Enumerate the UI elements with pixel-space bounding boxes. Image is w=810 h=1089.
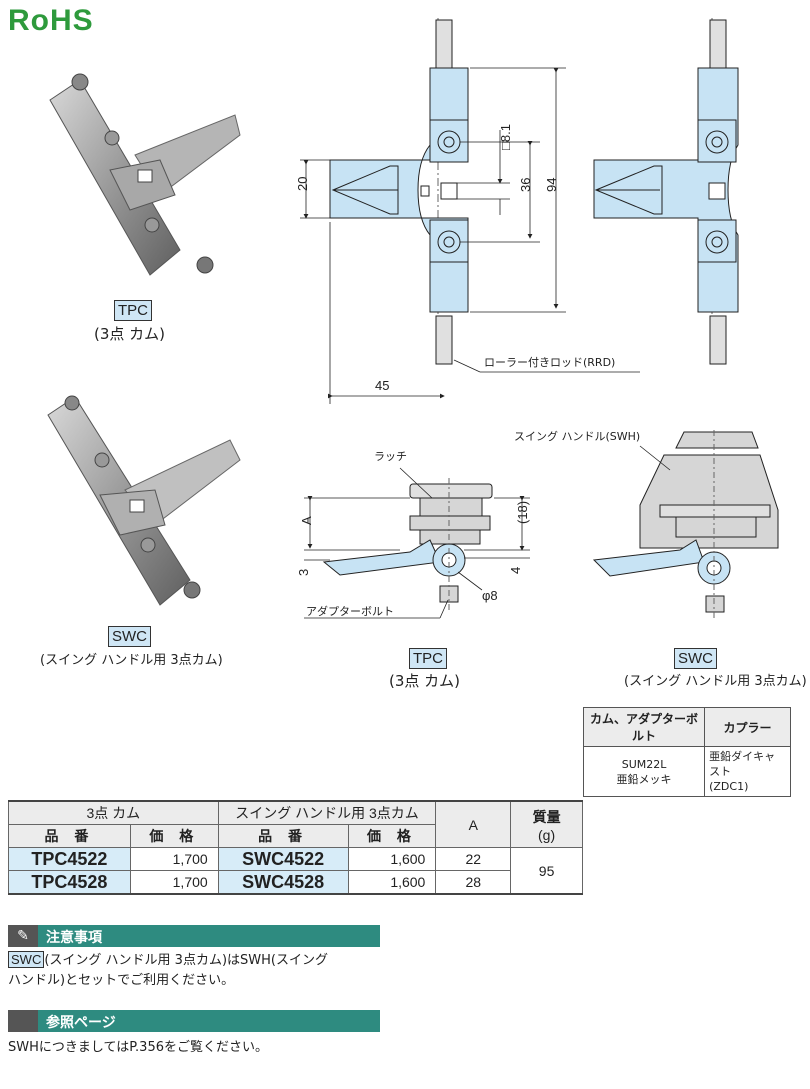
swc-price-header: 価 格: [347, 824, 437, 848]
tpc-drawing-caption: (3点 カム): [389, 672, 461, 690]
rohs-logo: RoHS: [8, 4, 94, 37]
rod-note: ローラー付きロッド(RRD): [484, 356, 615, 369]
material-coupler-l1: 亜鉛ダイキャスト: [709, 750, 776, 778]
table-row: TPC4528 1,700 SWC4528 1,600 28: [8, 870, 583, 895]
notice-title: 注意事項: [46, 930, 102, 946]
price-table: 3点 カム スイング ハンドル用 3点カム A 質量 (g) 品 番 価 格 品…: [8, 800, 583, 895]
tpc-photo: [49, 73, 241, 276]
table-row: TPC4522 1,700 SWC4522 1,600 22 95: [8, 847, 583, 895]
tpc-code: TPC4522: [8, 847, 131, 871]
swc-code-header: 品 番: [217, 824, 349, 848]
material-coupler-cell: 亜鉛ダイキャスト (ZDC1): [704, 746, 791, 797]
tpc-drawing-code: TPC: [409, 648, 447, 669]
group-tpc-header: 3点 カム: [8, 800, 219, 825]
swing-handle-label: スイング ハンドル(SWH): [514, 429, 640, 443]
dim-94: 94: [544, 178, 559, 192]
a-value: 22: [435, 847, 512, 871]
tpc-price: 1,700: [129, 847, 219, 871]
dim-sq8: □8.1: [498, 124, 513, 150]
material-cam-cell: SUM22L 亜鉛メッキ: [582, 746, 706, 797]
latch-label: ラッチ: [374, 450, 407, 463]
a-value: 28: [435, 870, 512, 895]
tpc-photo-caption: (3点 カム): [94, 325, 166, 343]
top-view-tpc: [329, 18, 469, 365]
material-coupler-l2: (ZDC1): [709, 780, 749, 793]
dim-36: 36: [518, 178, 533, 192]
technical-drawing: 20 36 94 □8.1 45 ローラー付きロッド(RRD): [295, 18, 779, 620]
col-a-header: A: [435, 800, 512, 848]
reference-header: 参照ページ: [8, 1010, 380, 1032]
swc-price: 1,600: [347, 870, 437, 895]
swc-code: SWC4528: [217, 870, 349, 895]
notice-text: SWC(スイング ハンドル用 3点カム)はSWH(スイング ハンドル)とセットで…: [8, 950, 328, 991]
material-cam-l2: 亜鉛メッキ: [616, 772, 672, 786]
col-mass-header: 質量 (g): [510, 800, 583, 848]
tpc-price: 1,700: [129, 870, 219, 895]
adapter-bolt-label: アダプターボルト: [306, 604, 394, 618]
notice-line2: ハンドル)とセットでご利用ください。: [8, 973, 235, 988]
tpc-price-header: 価 格: [129, 824, 219, 848]
dim-18: (18): [515, 501, 530, 524]
tpc-photo-code: TPC: [114, 300, 152, 321]
material-cam-l1: SUM22L: [621, 757, 667, 771]
mass-header-label: 質量: [532, 808, 561, 825]
dim-20: 20: [295, 177, 310, 191]
material-header-coupler: カプラー: [704, 707, 791, 747]
dim-a: A: [299, 516, 314, 525]
dim-45: 45: [375, 378, 389, 393]
swc-code: SWC4522: [217, 847, 349, 871]
mass-header-unit: (g): [538, 826, 556, 843]
top-view-swc: [593, 18, 739, 365]
dim-4: 4: [508, 567, 523, 574]
swc-drawing-caption: (スイング ハンドル用 3点カム): [624, 674, 807, 689]
notice-code: SWC: [8, 951, 45, 968]
dim-phi8: φ8: [482, 588, 498, 603]
tpc-code: TPC4528: [8, 870, 131, 895]
notice-line1: (スイング ハンドル用 3点カム)はSWH(スイング: [44, 953, 328, 968]
mass-value: 95: [510, 847, 583, 895]
reference-title: 参照ページ: [46, 1015, 116, 1031]
group-swc-header: スイング ハンドル用 3点カム: [217, 800, 437, 825]
reference-marker-icon: [8, 1010, 38, 1032]
material-header-cam: カム、アダプターボルト: [582, 707, 706, 747]
swc-drawing-code: SWC: [674, 648, 717, 669]
notice-header: ✎ 注意事項: [8, 925, 380, 947]
swc-photo-code: SWC: [108, 626, 151, 647]
material-table: カム、アダプターボルト カプラー SUM22L 亜鉛メッキ 亜鉛ダイキャスト (…: [582, 707, 791, 797]
side-view-swc: [592, 430, 779, 620]
tpc-code-header: 品 番: [8, 824, 131, 848]
dim-3: 3: [296, 569, 311, 576]
pencil-icon: ✎: [8, 925, 38, 947]
side-view-tpc: [322, 478, 493, 610]
swc-photo: [47, 395, 241, 606]
swc-price: 1,600: [347, 847, 437, 871]
swc-photo-caption: (スイング ハンドル用 3点カム): [40, 653, 223, 668]
reference-text: SWHにつきましてはP.356をご覧ください。: [8, 1040, 268, 1055]
